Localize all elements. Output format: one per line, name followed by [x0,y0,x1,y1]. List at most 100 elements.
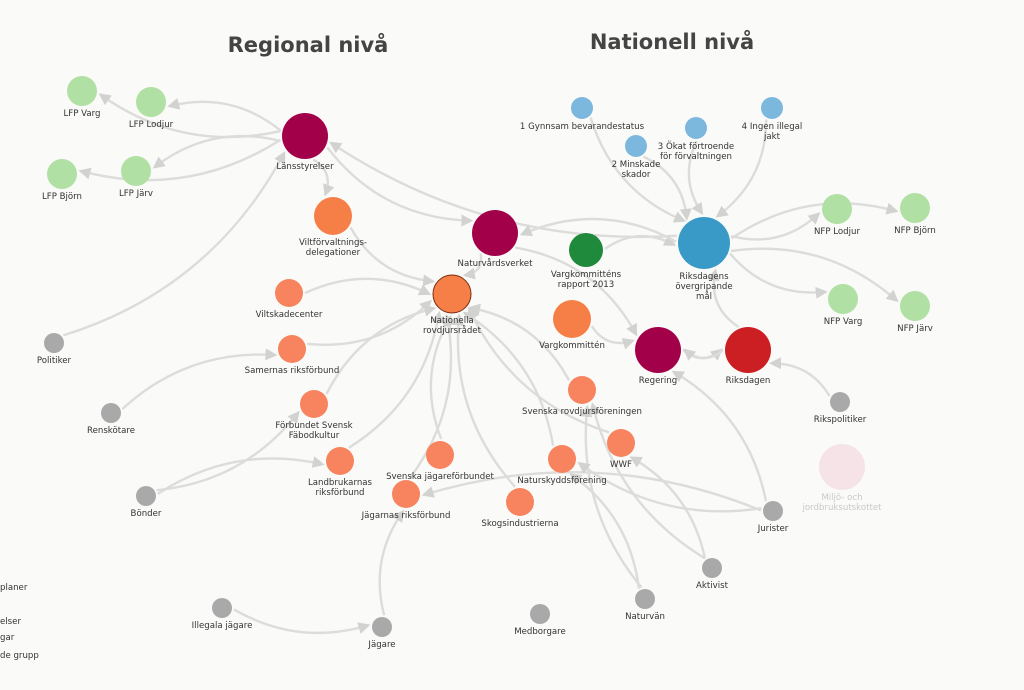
node-circle[interactable] [372,617,392,637]
node-bonder[interactable]: Bönder [131,486,162,519]
node-circle[interactable] [553,300,591,338]
node-aktivist[interactable]: Aktivist [696,558,729,591]
node-nfp_lodjur[interactable]: NFP Lodjur [814,194,860,237]
edge-viltdel-to-nrr [349,226,436,287]
node-naturv[interactable]: Naturvårdsverket [458,210,534,269]
node-circle[interactable] [548,445,576,473]
node-circle[interactable] [900,193,930,223]
node-circle[interactable] [472,210,518,256]
node-circle[interactable] [278,335,306,363]
node-nfp_jarv[interactable]: NFP Järv [897,291,933,334]
node-skogs[interactable]: Skogsindustrierna [481,488,559,529]
node-circle[interactable] [635,589,655,609]
edge-naturvan-to-naturskydd [569,473,641,589]
node-circle[interactable] [702,558,722,578]
node-jagare[interactable]: Jägare [367,617,396,650]
node-lfp_bjorn[interactable]: LFP Björn [42,159,82,202]
node-jrf[interactable]: Jägarnas riksförbund [361,480,451,521]
node-circle[interactable] [828,284,858,314]
node-viltskade[interactable]: Viltskadecenter [256,279,323,320]
node-renskot[interactable]: Renskötare [87,403,135,436]
edge-skogs-to-nrr [452,313,516,488]
node-jurister[interactable]: Jurister [757,501,789,534]
node-circle[interactable] [392,480,420,508]
node-naturskydd[interactable]: Naturskyddsförening [517,445,607,486]
node-circle[interactable] [569,233,603,267]
node-label: NFP Lodjur [814,227,860,237]
node-circle[interactable] [678,217,730,269]
node-circle[interactable] [725,327,771,373]
node-g1[interactable]: 1 Gynnsam bevarandestatus [520,97,645,132]
node-circle[interactable] [830,392,850,412]
node-medborg[interactable]: Medborgare [514,604,566,637]
node-circle[interactable] [212,598,232,618]
node-circle[interactable] [571,97,593,119]
node-nfp_bjorn[interactable]: NFP Björn [894,193,936,236]
node-circle[interactable] [432,274,472,314]
node-circle[interactable] [900,291,930,321]
node-rikspol[interactable]: Rikspolitiker [814,392,867,425]
node-circle[interactable] [506,488,534,516]
edge-rikspol-to-riksdagen [769,357,831,397]
edge-bonder-to-lrf [157,456,325,495]
node-circle[interactable] [326,447,354,475]
node-circle[interactable] [819,444,865,490]
edge-lans-to-naturv [326,146,474,227]
node-label: Regering [639,376,677,386]
node-lfp_varg[interactable]: LFP Varg [64,76,101,119]
node-illegala[interactable]: Illegala jägare [192,598,253,631]
node-label: Politiker [37,356,72,366]
node-lfp_jarv[interactable]: LFP Järv [119,156,153,199]
node-circle[interactable] [761,97,783,119]
node-circle[interactable] [314,197,352,235]
node-circle[interactable] [300,390,328,418]
node-circle[interactable] [101,403,121,423]
node-politiker[interactable]: Politiker [37,333,72,366]
node-label: Svenska rovdjursföreningen [522,407,642,417]
node-circle[interactable] [275,279,303,307]
node-circle[interactable] [607,429,635,457]
node-circle[interactable] [685,117,707,139]
node-circle[interactable] [625,135,647,157]
node-lfp_lodjur[interactable]: LFP Lodjur [129,87,174,130]
node-vargkom[interactable]: Vargkommittén [539,300,605,351]
node-circle[interactable] [136,486,156,506]
node-srf[interactable]: Svenska rovdjursföreningen [522,376,642,417]
node-circle[interactable] [44,333,64,353]
node-circle[interactable] [763,501,783,521]
node-circle[interactable] [282,113,328,159]
node-circle[interactable] [426,441,454,469]
node-circle[interactable] [568,376,596,404]
edge-fabod-to-nrr [325,304,437,395]
node-circle[interactable] [530,604,550,624]
edge-illegala-to-jagare [233,608,371,635]
node-nfp_varg[interactable]: NFP Varg [824,284,863,327]
node-riksdagen[interactable]: Riksdagen [725,327,771,386]
node-viltdel[interactable]: Viltförvaltnings-delegationer [299,197,367,258]
node-lans[interactable]: Länsstyrelser [276,113,334,172]
node-naturvan[interactable]: Naturvän [625,589,665,622]
node-circle[interactable] [47,159,77,189]
node-circle[interactable] [67,76,97,106]
node-label: Bönder [131,509,162,519]
node-circle[interactable] [136,87,166,117]
node-samer[interactable]: Samernas riksförbund [245,335,340,376]
node-sjf[interactable]: Svenska jägareförbundet [386,441,495,482]
edge-rom-to-nfp_jarv [730,247,899,303]
node-wwf[interactable]: WWF [607,429,635,470]
node-circle[interactable] [822,194,852,224]
node-circle[interactable] [121,156,151,186]
node-regering[interactable]: Regering [635,327,681,386]
node-circle[interactable] [635,327,681,373]
